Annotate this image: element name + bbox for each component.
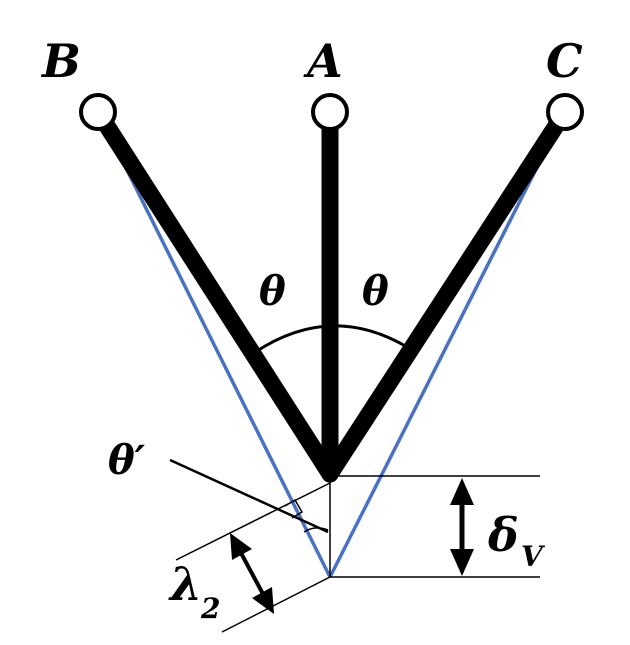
member-AB — [89, 103, 339, 483]
theta-prime-label: θ′ — [108, 437, 146, 484]
node-B-pin — [79, 93, 117, 131]
theta-left-label: θ — [259, 268, 286, 315]
node-A-label: A — [303, 34, 343, 88]
node-B-label: B — [40, 34, 81, 88]
node-C-label: C — [546, 34, 583, 88]
delta-subscript: V — [521, 540, 546, 573]
right-angle-marker — [284, 498, 304, 519]
lambda-2-arrow — [230, 533, 274, 614]
theta-arc — [253, 324, 408, 355]
deformed-bar-right — [328, 111, 567, 578]
theta-prime-arc — [303, 527, 329, 533]
delta-symbol: δ — [487, 508, 519, 562]
node-A-pin — [311, 93, 349, 131]
deformed-bar-left — [96, 111, 332, 578]
lambda-symbol: λ — [168, 557, 202, 611]
node-C-pin — [546, 93, 584, 131]
lambda-extension-top — [175, 482, 331, 561]
lambda-subscript: 2 — [200, 592, 220, 625]
lambda-extension-bottom — [221, 576, 331, 633]
delta-v-arrow — [450, 478, 474, 576]
member-AC — [321, 103, 574, 483]
theta-prime-leader — [169, 458, 329, 534]
theta-right-label: θ — [362, 268, 389, 315]
